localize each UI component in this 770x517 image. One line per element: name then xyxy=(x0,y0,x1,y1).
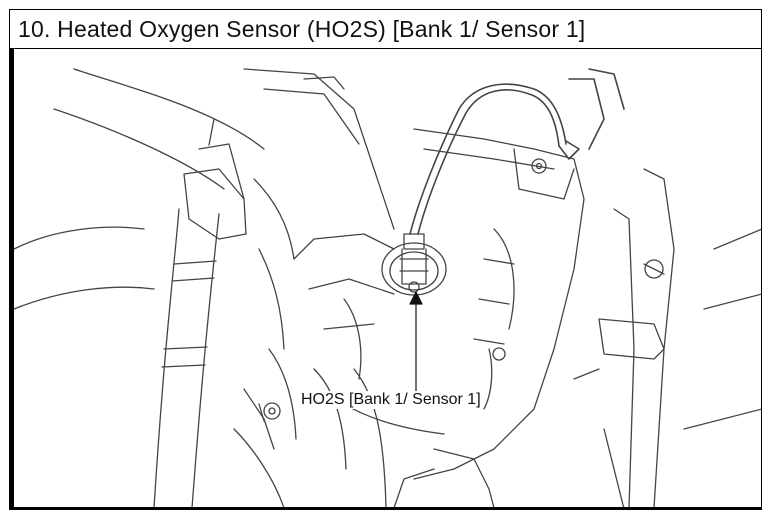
sensor-boss xyxy=(381,233,447,296)
page-title: 10. Heated Oxygen Sensor (HO2S) [Bank 1/… xyxy=(18,15,586,42)
callout-text: HO2S [Bank 1/ Sensor 1] xyxy=(301,391,481,408)
exhaust-manifold xyxy=(343,128,585,507)
engine-block-outline xyxy=(14,68,395,507)
title-bar: 10. Heated Oxygen Sensor (HO2S) [Bank 1/… xyxy=(9,9,762,49)
sensor-wire xyxy=(409,68,625,235)
engine-illustration: HO2S [Bank 1/ Sensor 1] xyxy=(9,48,762,510)
callout-leader xyxy=(409,291,423,397)
sensor-callout-label: HO2S [Bank 1/ Sensor 1] xyxy=(299,391,483,409)
coolant-hose xyxy=(153,118,247,507)
right-bracket xyxy=(573,168,761,507)
engine-line-drawing xyxy=(14,68,761,507)
